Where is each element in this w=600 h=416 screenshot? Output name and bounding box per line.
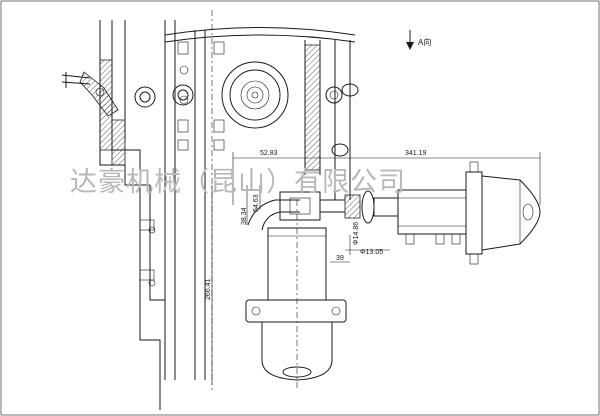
burner-elbow [247,190,399,231]
view-direction-marker: A向 [406,30,431,50]
dimensions: 52.83 341.19 266.41 38.34 54.63 Φ14.86 Φ… [205,150,541,385]
dim-vertical-small2: 54.63 [253,194,260,212]
dim-diameter-2: Φ13.05 [360,249,383,256]
left-fitting [61,71,119,117]
dim-length-small: 39 [336,255,344,262]
watermark-text: 达豪机械（昆山）有限公司 [70,167,406,198]
tank-structure [61,10,359,410]
dim-horizontal-left: 52.83 [260,150,278,157]
view-label: A向 [418,37,431,47]
dim-diameter-1: Φ14.86 [353,222,360,245]
lower-cylinder [245,200,347,390]
dim-horizontal-main: 341.19 [405,150,427,157]
dim-vertical-height: 266.41 [205,278,212,300]
dim-vertical-small: 38.34 [241,207,248,225]
burner-body [397,161,541,265]
